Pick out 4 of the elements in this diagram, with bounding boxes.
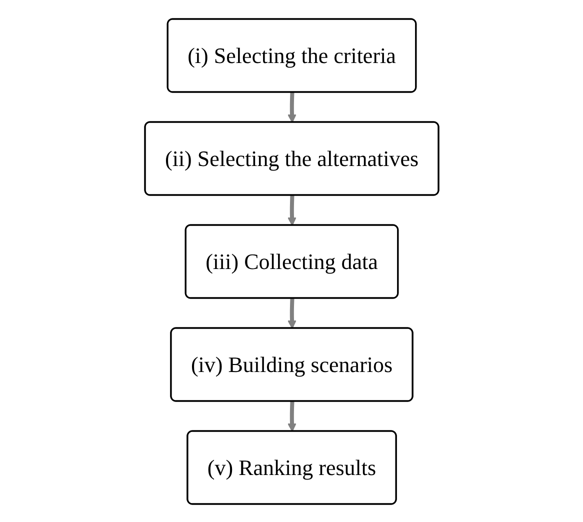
arrow xyxy=(287,194,296,226)
arrow xyxy=(287,92,296,122)
arrow xyxy=(287,400,296,432)
arrow xyxy=(287,298,296,328)
